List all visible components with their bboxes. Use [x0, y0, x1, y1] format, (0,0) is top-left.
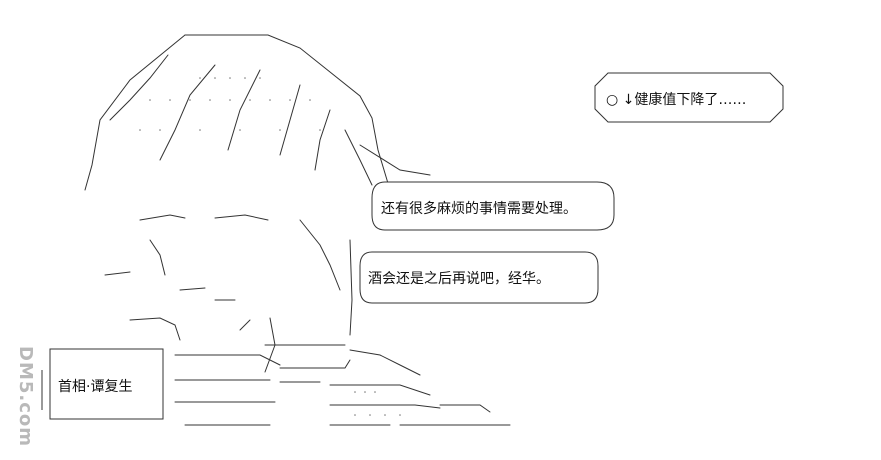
speech-bubble-2: [359, 251, 599, 304]
dm5-watermark-logo: DM5.com: [15, 346, 36, 448]
status-bubble: [594, 72, 784, 123]
speech-bubble-1: [371, 181, 615, 231]
nameplate-box: [41, 348, 164, 420]
speech-line-1: 还有很多麻烦的事情需要处理。: [381, 201, 577, 217]
speech-line-2: 酒会还是之后再说吧，经华。: [368, 271, 550, 287]
status-text: ○ ↓健康值下降了……: [606, 92, 747, 108]
nameplate-label: 首相·谭复生: [58, 379, 133, 395]
